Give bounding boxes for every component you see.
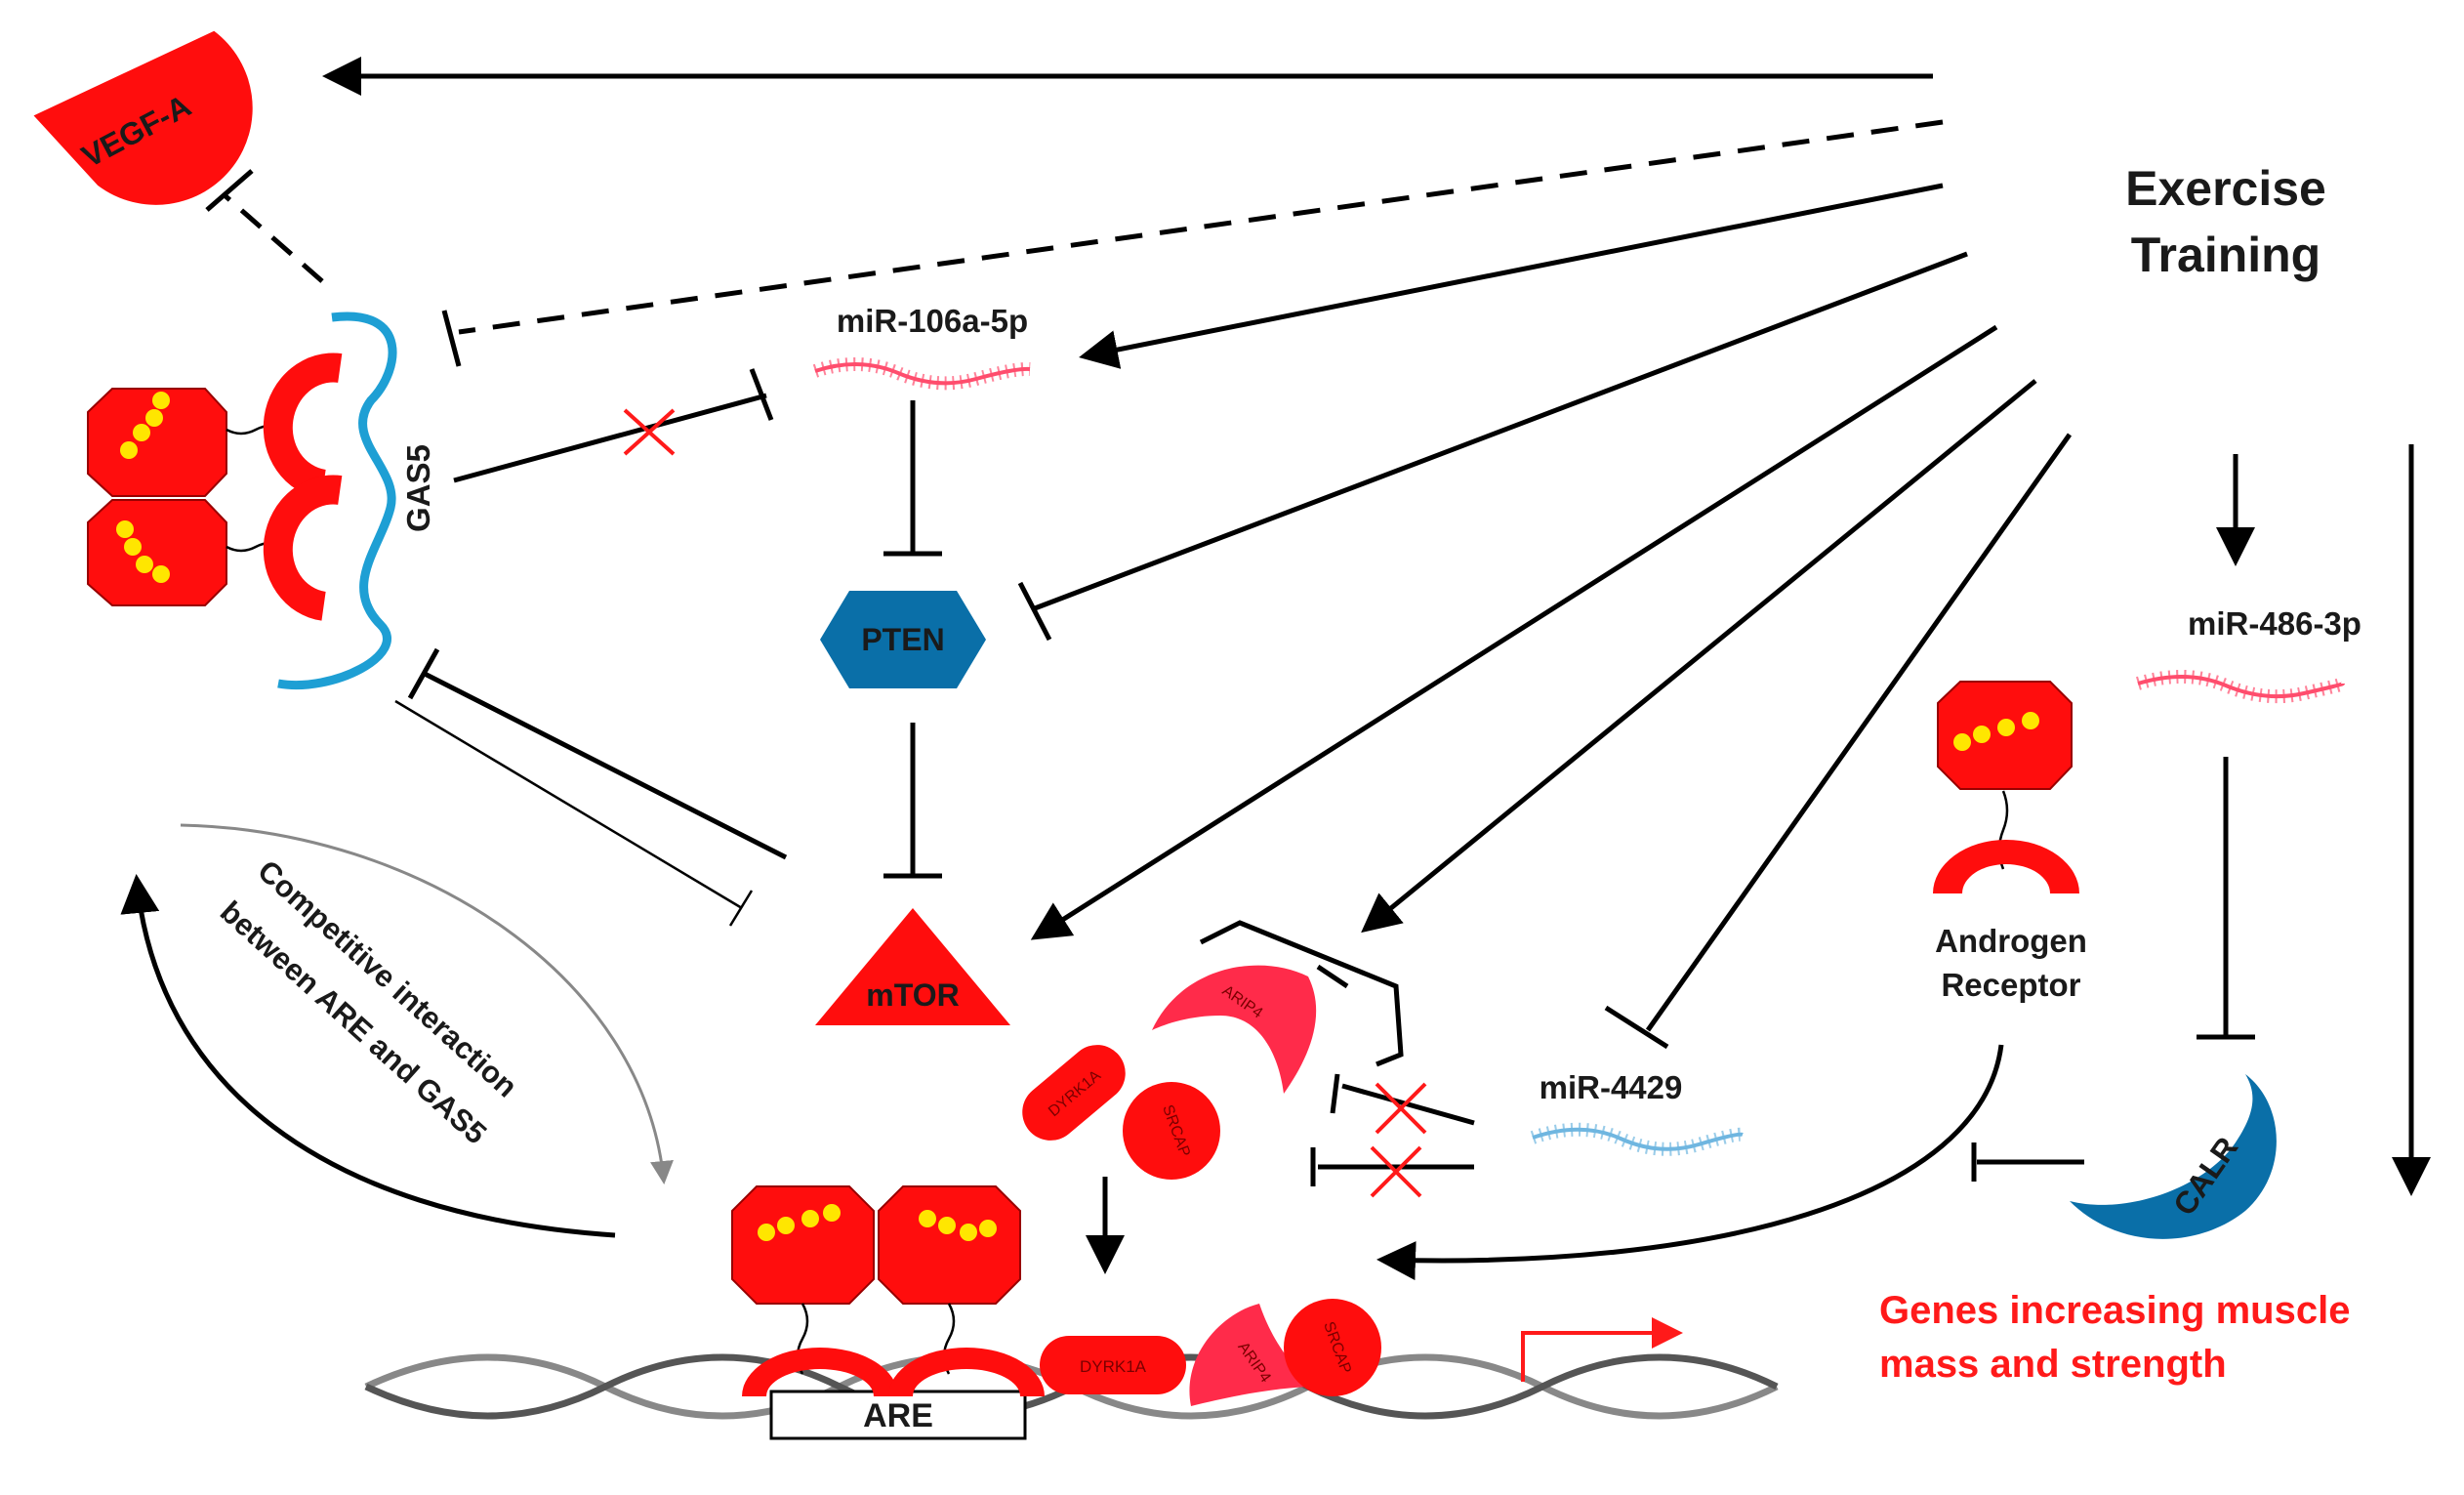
pten-node: PTEN (820, 591, 986, 688)
genes-label-line2: mass and strength (1879, 1343, 2227, 1386)
inhibit-line-mtor-gas5 (423, 671, 788, 860)
inhibition-cross-icon (623, 408, 676, 456)
are-element: ARE (769, 1390, 1027, 1440)
mtor-node: mTOR (815, 908, 1010, 1025)
arrow-to-coactivators (1361, 379, 2037, 934)
inhibit-line-pten (1034, 251, 1968, 611)
inhibit-bar-pten (1017, 581, 1052, 642)
mirna-strand-icon (2137, 675, 2345, 699)
curved-arrow-gas5-to-are (180, 823, 674, 1184)
androgen-label-line2: Receptor (1941, 967, 2080, 1003)
arrow-androgen-to-dna (1376, 1044, 2004, 1281)
mir106-label: miR-106a-5p (837, 303, 1028, 339)
gas5-label: GAS5 (400, 444, 436, 532)
androgen-label-line1: Androgen (1935, 923, 2087, 959)
inhibit-bar-vegfa (205, 169, 254, 212)
exercise-label-line1: Exercise (2125, 161, 2326, 216)
inhibit-bar-gas5-top (441, 310, 462, 367)
competitive-interaction: Competitive interaction between ARE and … (120, 823, 674, 1238)
exercise-label-line2: Training (2131, 228, 2320, 282)
mir486-node: miR-486-3p (2135, 605, 2361, 704)
inhibit-line-mir4429-upper (1341, 1083, 1475, 1126)
calr-node: CALR (2070, 1074, 2277, 1239)
thin-inhibit-line-gas5-mtor (394, 699, 743, 910)
exercise-arrows (322, 57, 2431, 1196)
pten-label: PTEN (861, 622, 944, 657)
are-label: ARE (863, 1397, 933, 1434)
inhibit-bar-mir4429 (1604, 1005, 1669, 1050)
mir4429-label: miR-4429 (1540, 1069, 1683, 1105)
thin-inhibit-bar (728, 890, 754, 927)
inhibit-line-mir4429 (1645, 433, 2073, 1032)
inhibit-line-gas5-mir106 (453, 393, 767, 483)
gas5-lncrna-strand (277, 311, 397, 689)
inhibition-cross-icon (1370, 1082, 1427, 1198)
arrow-to-mtor (1030, 324, 1998, 940)
coactivator-complex-upper: ARIP4 DYRK1A SRCAP (1022, 920, 1404, 1180)
curved-arrow-are-to-gas5 (120, 874, 616, 1238)
dashed-inhibit-to-gas5 (458, 119, 1944, 335)
inhibit-bar-mir106 (749, 368, 774, 421)
dna-bound-complex: DYRK1A ARIP4 SRCAP (731, 1185, 1381, 1406)
vegfa-node: VEGF-A (33, 30, 253, 205)
mir486-label: miR-486-3p (2188, 605, 2361, 642)
transcription-arrow-icon (1521, 1317, 1683, 1382)
exercise-training-label: Exercise Training (2125, 161, 2326, 282)
gas5-complex: GAS5 (87, 311, 436, 689)
mtor-label: mTOR (866, 977, 959, 1013)
mir4429-node: miR-4429 (1530, 1069, 1745, 1156)
coactivator-bracket (1199, 920, 1404, 1067)
mirna-strand-icon (1532, 1127, 1744, 1151)
genes-label-line1: Genes increasing muscle (1879, 1289, 2350, 1332)
mir106-node: miR-106a-5p (812, 303, 1031, 391)
inhibit-bar-mir4429-upper (1330, 1073, 1340, 1114)
genes-label: Genes increasing muscle mass and strengt… (1879, 1289, 2350, 1386)
dashed-inhibit-gas5-vegfa (223, 193, 324, 283)
arrow-to-mir106 (1079, 183, 1944, 369)
androgen-receptor-node: Androgen Receptor (1933, 681, 2087, 1003)
dyrk1a-label-lower: DYRK1A (1080, 1357, 1147, 1376)
inhibit-bar-gas5-bottom (407, 647, 440, 700)
